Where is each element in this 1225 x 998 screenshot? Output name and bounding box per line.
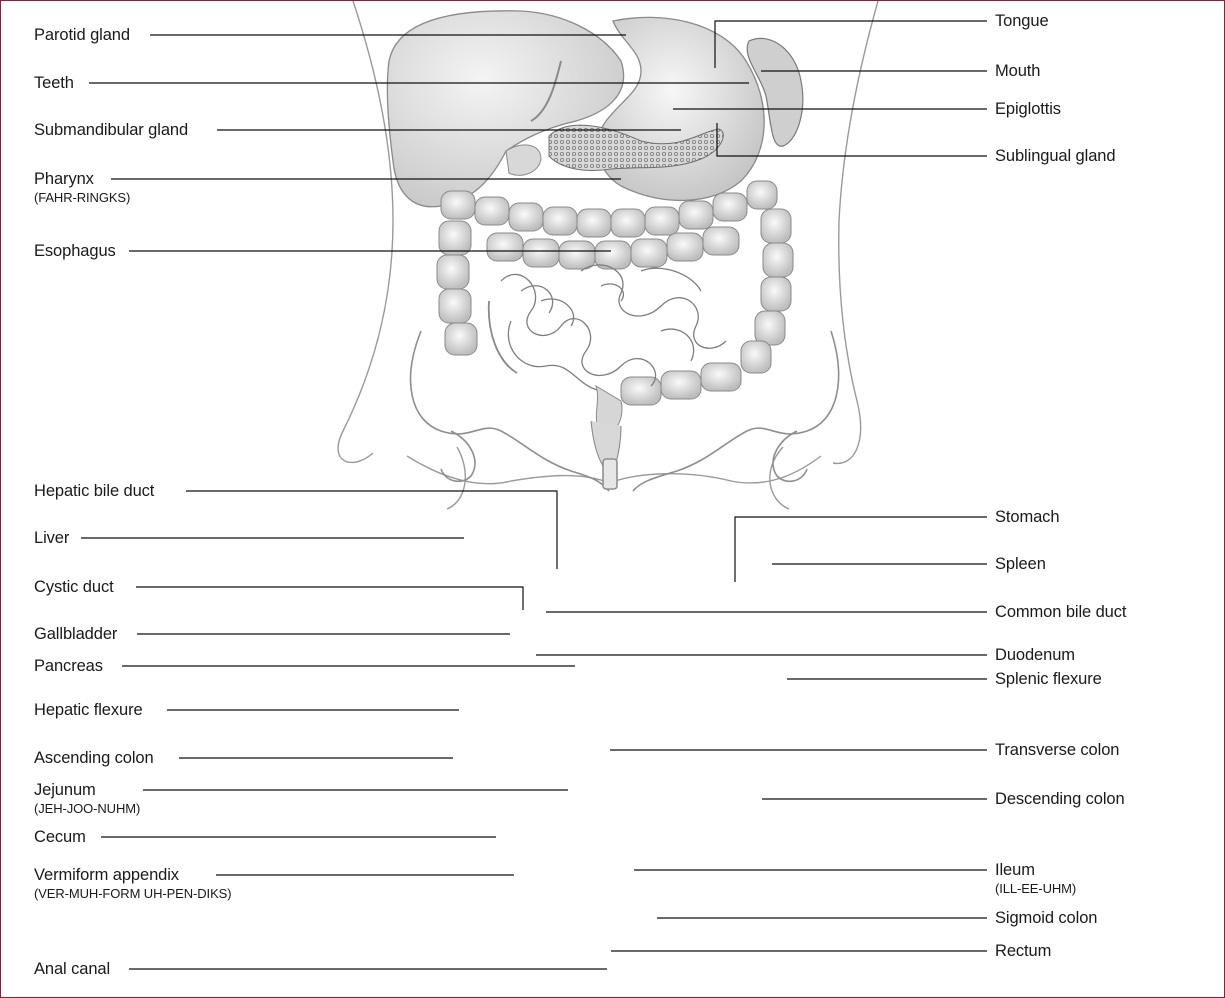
label-common-bile-duct: Common bile duct [995,602,1126,622]
label-descending-colon: Descending colon [995,789,1125,809]
liver-shape [387,11,623,207]
label-ileum-text: Ileum [995,861,1035,879]
label-esophagus: Esophagus [34,241,116,261]
gallbladder-shape [506,145,541,175]
label-liver: Liver [34,528,69,548]
label-ileum: Ileum (ILL-EE-UHM) [995,860,1076,897]
pelvis-outline [411,331,839,491]
label-teeth: Teeth [34,73,74,93]
label-cystic-duct: Cystic duct [34,577,114,597]
label-appendix-pronunciation: (VER-MUH-FORM UH-PEN-DIKS) [34,885,231,902]
label-jejunum: Jejunum (JEH-JOO-NUHM) [34,780,140,817]
label-stomach: Stomach [995,507,1059,527]
label-pancreas: Pancreas [34,656,103,676]
label-appendix-text: Vermiform appendix [34,866,179,884]
label-sigmoid-colon: Sigmoid colon [995,908,1097,928]
label-gallbladder: Gallbladder [34,624,117,644]
label-mouth: Mouth [995,61,1040,81]
label-jejunum-pronunciation: (JEH-JOO-NUHM) [34,800,140,817]
label-anal-canal: Anal canal [34,959,110,979]
label-submandibular-gland: Submandibular gland [34,120,188,140]
label-transverse-colon: Transverse colon [995,740,1119,760]
label-jejunum-text: Jejunum [34,781,96,799]
label-rectum: Rectum [995,941,1051,961]
label-pharynx-text: Pharynx [34,170,94,188]
label-vermiform-appendix: Vermiform appendix (VER-MUH-FORM UH-PEN-… [34,865,231,902]
label-parotid-gland: Parotid gland [34,25,130,45]
label-ascending-colon: Ascending colon [34,748,154,768]
label-pharynx: Pharynx (FAHR-RINGKS) [34,169,130,206]
label-ileum-pronunciation: (ILL-EE-UHM) [995,880,1076,897]
label-duodenum: Duodenum [995,645,1075,665]
label-tongue: Tongue [995,11,1049,31]
label-cecum: Cecum [34,827,86,847]
label-epiglottis: Epiglottis [995,99,1061,119]
label-spleen: Spleen [995,554,1046,574]
label-hepatic-bile-duct: Hepatic bile duct [34,481,154,501]
label-pharynx-pronunciation: (FAHR-RINGKS) [34,189,130,206]
label-splenic-flexure: Splenic flexure [995,669,1102,689]
label-hepatic-flexure: Hepatic flexure [34,700,143,720]
label-sublingual-gland: Sublingual gland [995,146,1115,166]
